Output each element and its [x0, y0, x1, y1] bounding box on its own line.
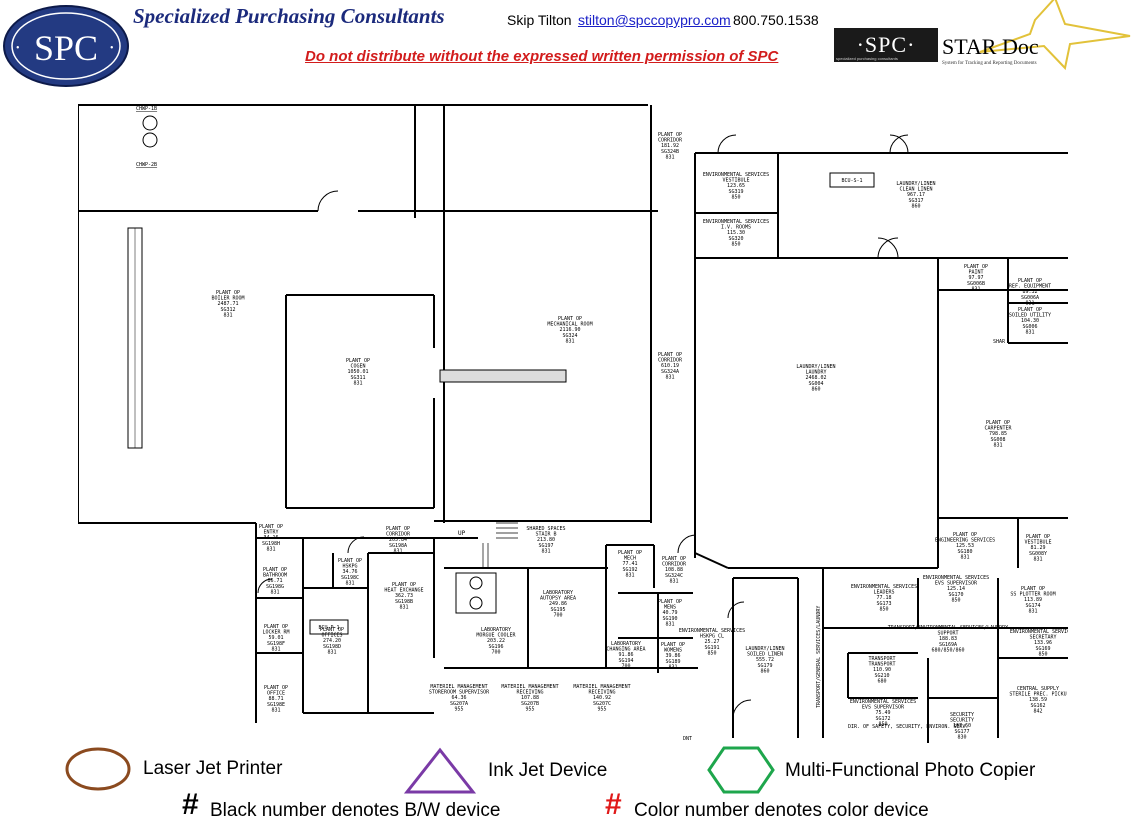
contact-phone: 800.750.1538 — [733, 12, 819, 28]
pump-icons: CHWP-1B CHWP-2B — [136, 106, 158, 168]
bw-hash-symbol: # — [182, 788, 199, 821]
equipment-label: CHWP-1B — [136, 106, 157, 112]
mfp-copier-icon — [707, 746, 775, 794]
door-swings — [257, 134, 909, 719]
star-tagline-left: specialized purchasing consultants — [836, 56, 898, 61]
bcu-s-1-box — [829, 172, 875, 188]
legend — [65, 746, 775, 794]
stair-up-label: UP — [458, 530, 466, 537]
color-hash-symbol: # — [605, 788, 622, 821]
star-product: STAR Doc — [942, 34, 1039, 59]
room-label: SHAR — [993, 339, 1006, 345]
stair — [482, 522, 518, 568]
floor-plan: CHWP-1B CHWP-2B BCU-S-1 BCU-P-1 UP DIR. … — [78, 104, 1068, 743]
distribution-warning: Do not distribute without the expressed … — [305, 48, 779, 65]
equipment-tag: BCU-S-1 — [841, 178, 862, 184]
contact-email-link[interactable]: stilton@spccopypro.com — [578, 12, 731, 28]
legend-laser-label: Laser Jet Printer — [143, 758, 283, 779]
spc-logo: SPC • • — [3, 5, 129, 87]
walls — [78, 104, 1068, 743]
star-doc-logo: ·SPC· specialized purchasing consultants… — [834, 0, 1131, 71]
legend-color-label: Color number denotes color device — [634, 800, 929, 821]
ink-jet-icon — [403, 747, 477, 794]
equipment-label: CHWP-2B — [136, 162, 157, 168]
star-tagline-right: System for Tracking and Reporting Docume… — [942, 61, 1037, 66]
company-name: Specialized Purchasing Consultants — [133, 4, 445, 28]
room-label: DNT — [683, 736, 692, 742]
legend-inkjet-label: Ink Jet Device — [488, 760, 608, 781]
star-brand: ·SPC· — [857, 32, 916, 57]
boiler-grating — [127, 227, 143, 449]
room-label: ENVIRONMENTAL SERVICESSECRETARY133.96SG1… — [1010, 629, 1068, 657]
bcu-p-1-box — [309, 619, 349, 635]
contact-name: Skip Tilton — [507, 12, 572, 28]
lab-equipment — [455, 572, 497, 614]
svg-text:•: • — [16, 43, 20, 54]
mechanical-grating — [439, 369, 567, 383]
legend-bw-label: Black number denotes B/W device — [210, 800, 501, 821]
svg-text:•: • — [110, 43, 114, 54]
room-label: TRANSPORT/GENERAL SERVICES/LAUNDRY — [816, 606, 822, 708]
equipment-tag: BCU-P-1 — [318, 625, 339, 631]
room-label: TRANSPORT/ENVIRONMENTAL SERVICES/LAUNDRY… — [888, 625, 1008, 653]
legend-mfp-label: Multi-Functional Photo Copier — [785, 760, 1036, 781]
laser-printer-icon — [65, 747, 131, 791]
spc-logo-text: SPC — [34, 28, 98, 68]
room-label: DIR. OF SAFETY, SECURITY, ENVIRON. SERV. — [848, 724, 968, 730]
